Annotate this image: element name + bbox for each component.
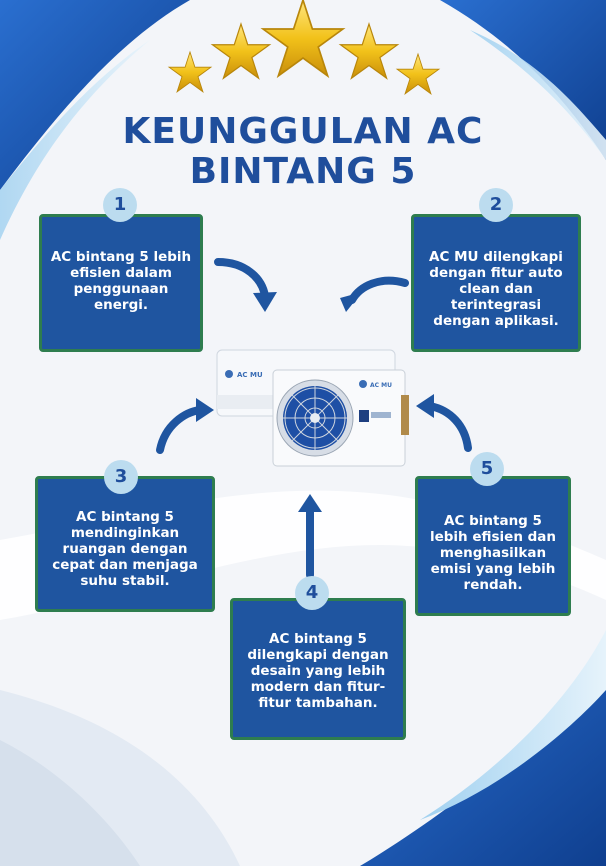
air-conditioner-image: AC MU AC MU <box>216 349 409 467</box>
feature-card-2: AC MU dilengkapi dengan fitur auto clean… <box>411 214 581 352</box>
star-icon <box>263 0 343 76</box>
star-icon <box>397 54 439 94</box>
step-badge-5: 5 <box>470 452 504 486</box>
feature-card-5: AC bintang 5 lebih efisien dan menghasil… <box>415 476 571 616</box>
step-badge-1: 1 <box>103 188 137 222</box>
indoor-brand-text: AC MU <box>237 371 263 379</box>
feature-card-1: AC bintang 5 lebih efisien dalam penggun… <box>39 214 203 352</box>
title-line-1: KEUNGGULAN AC <box>122 111 484 152</box>
page-title: KEUNGGULAN AC BINTANG 5 <box>0 112 606 192</box>
star-icon <box>212 24 269 78</box>
outdoor-brand-text: AC MU <box>370 382 392 389</box>
feature-text: AC bintang 5 dilengkapi dengan desain ya… <box>247 631 389 711</box>
star-icon <box>340 24 397 78</box>
step-badge-3: 3 <box>104 460 138 494</box>
step-badge-2: 2 <box>479 188 513 222</box>
feature-card-3: AC bintang 5 mendinginkan ruangan dengan… <box>35 476 215 612</box>
step-badge-4: 4 <box>295 576 329 610</box>
feature-card-4: AC bintang 5 dilengkapi dengan desain ya… <box>230 598 406 740</box>
title-line-2: BINTANG 5 <box>189 151 417 192</box>
feature-text: AC bintang 5 lebih efisien dalam penggun… <box>50 249 192 313</box>
star-icon <box>169 52 211 92</box>
feature-text: AC bintang 5 mendinginkan ruangan dengan… <box>52 509 198 589</box>
star-rating <box>0 0 606 110</box>
feature-text: AC bintang 5 lebih efisien dan menghasil… <box>429 513 557 593</box>
feature-text: AC MU dilengkapi dengan fitur auto clean… <box>429 249 563 329</box>
